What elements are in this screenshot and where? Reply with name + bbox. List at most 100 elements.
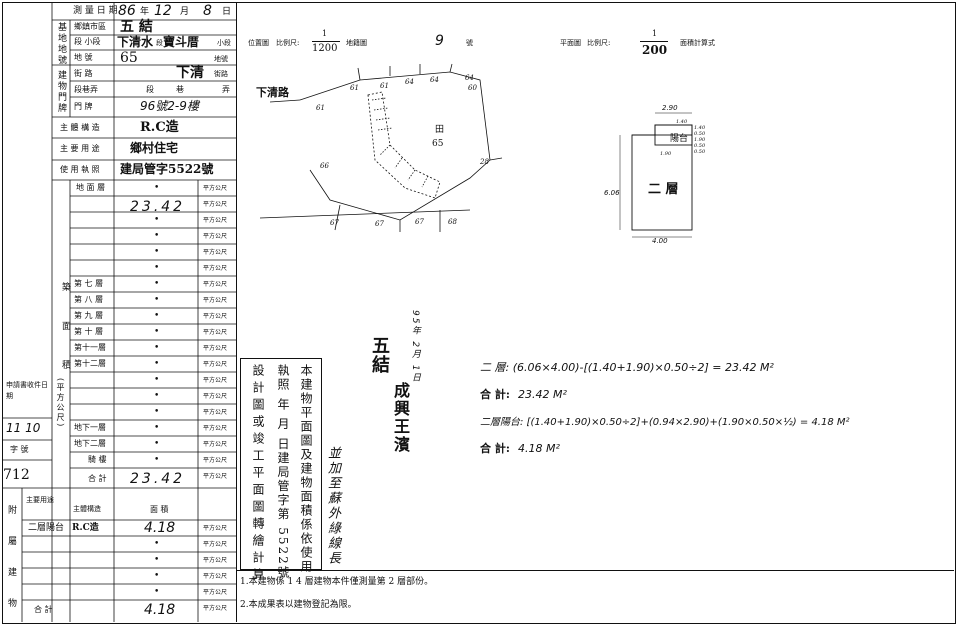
stamp-side-note: 95年 2月 1日 [410,310,420,384]
formula-balcony: 二層陽台: [(1.40+1.90)×0.50÷2]+(0.94×2.90)+(… [480,417,850,428]
floor-area-char-1: 築 [60,282,70,321]
street-value: 下清 [176,65,204,81]
street-unit: 街路 [214,70,228,78]
formula-total-2-value: 4.18 M² [518,442,560,455]
neighbor-parcel: 67 [375,220,384,228]
annex-area-label: 面 積 [150,505,169,514]
area-calc-label: 面積計算式 [680,39,715,47]
floor-area-row-dot: • [154,295,160,305]
neighbor-parcel: 67 [415,218,424,226]
use-value: 鄉村住宅 [130,141,179,155]
lane-label: 段巷弄 [74,85,98,94]
subsection-suffix: 小段 [217,39,231,47]
certification-box [240,358,322,570]
door-value: 96號2-9樓 [140,99,199,113]
floor-9-label: 第 九 層 [74,311,104,320]
annex-structure-label: 主體構造 [73,505,101,513]
location-map: 下清路 田 65 61 61 61 64 64 64 60 66 67 67 6… [256,63,503,232]
floor-area-row-dot: • [154,327,160,337]
floor-area-row-dot: • [154,455,160,465]
parcel-number: 65 [432,139,444,149]
survey-date-year: 86 [118,3,136,19]
neighbor-parcel: 61 [316,104,325,112]
dim-small: 0.50 [694,143,706,149]
floor-area-row-unit: 平方公尺 [203,457,228,464]
annex-row-unit: 平方公尺 [203,589,228,596]
dim-small: 1.90 [660,151,672,157]
basement-1-label: 地下一層 [74,423,106,432]
floor-area-row-unit: 平方公尺 [203,313,228,320]
floor-area-row-dot: • [154,279,160,289]
annex-row-unit: 平方公尺 [203,541,228,548]
floor-area-row-dot: • [154,183,160,193]
survey-date-month-unit: 月 [180,7,190,17]
apply-date-label: 申請書收件日期 [6,381,48,400]
neighbor-parcel: 66 [320,162,329,170]
floor-area-row-unit: 平方公尺 [203,201,228,208]
section-label: 段 小段 [74,37,101,46]
floor-area-row-unit: 平方公尺 [203,393,228,400]
formula-total-2-label: 合 計: [480,442,510,455]
annex-group-label: 附屬建物 [6,505,16,629]
floor-area-row-unit: 平方公尺 [203,233,228,240]
floor-area-row-dot: • [154,247,160,257]
area-unit-bracket: (平方公尺) [56,378,65,429]
formula-total-1-label: 合 計: [480,388,510,401]
dim-top: 2.90 [662,104,678,112]
total-label: 合 計 [88,474,107,483]
second-floor-area: 23.42 [130,199,186,215]
annex-row-unit: 平方公尺 [203,525,228,532]
neighbor-parcel: 67 [330,219,339,227]
location-scale-bar [312,41,340,42]
basement-2-label: 地下二層 [74,439,106,448]
annex-row-dot: • [154,571,160,581]
floor-area-row-dot: • [154,375,160,385]
floor-area-row-dot: • [154,311,160,321]
footnote-2: 2.本成果表以建物登記為限。 [240,600,357,610]
annex-char-1: 附 [6,505,16,536]
cadastral-map-label: 地籍圖 [346,39,367,47]
annex-row-unit: 平方公尺 [203,605,228,612]
annex-row-unit: 平方公尺 [203,573,228,580]
floor-area-row-unit: 平方公尺 [203,329,228,336]
annex-total-label: 合 計 [34,605,53,614]
plan-scale-label: 比例尺: [587,39,611,47]
street-label: 街 路 [74,69,93,78]
formula-total-1-value: 23.42 M² [518,388,567,401]
survey-date-day: 8 [203,3,212,19]
lane-unit-lane: 巷 [176,85,184,94]
door-label: 門 牌 [74,102,93,111]
floor-area-row-unit: 平方公尺 [203,265,228,272]
floor-area-row-unit: 平方公尺 [203,441,228,448]
floor-plan-label: 二 層 [648,182,679,197]
floor-area-row-dot: • [154,407,160,417]
use-label: 主 要 用 途 [60,144,100,153]
plan-scale-numerator: 1 [652,29,658,38]
balcony-structure: R.C造 [72,523,99,533]
survey-date-month: 12 [154,3,172,19]
floor-area-row-dot: • [154,391,160,401]
floor-area-row-unit: 平方公尺 [203,249,228,256]
neighbor-parcel: 64 [405,78,414,86]
floor-area-row-unit: 平方公尺 [203,217,228,224]
annex-char-3: 建 [6,567,16,598]
floor-area-row-unit: 平方公尺 [203,377,228,384]
word-no-label: 字 號 [10,445,29,454]
floor-area-row-unit: 平方公尺 [203,361,228,368]
floor-plan: 二 層 陽台 6.06 4.00 2.90 1.40 0.50 1.90 0.5… [604,104,706,245]
neighbor-parcel: 28 [479,158,489,166]
land-no-unit: 地號 [214,55,228,63]
vertical-note: 並加至蘇外綠線長 [325,446,340,566]
stamp-line-1: 五結 [369,336,390,374]
floor-area-row-dot: • [154,215,160,225]
lane-unit-section: 段 [146,85,154,94]
annex-row-unit: 平方公尺 [203,557,228,564]
apply-date-value: 11 10 [6,421,41,435]
lane-unit-alley: 弄 [222,85,230,94]
floor-area-char-2: 面 [60,321,70,360]
table-grid [2,2,236,622]
sheet-number: 9 [435,33,444,49]
floor-10-label: 第 十 層 [74,327,104,336]
road-name: 下清路 [256,85,290,99]
